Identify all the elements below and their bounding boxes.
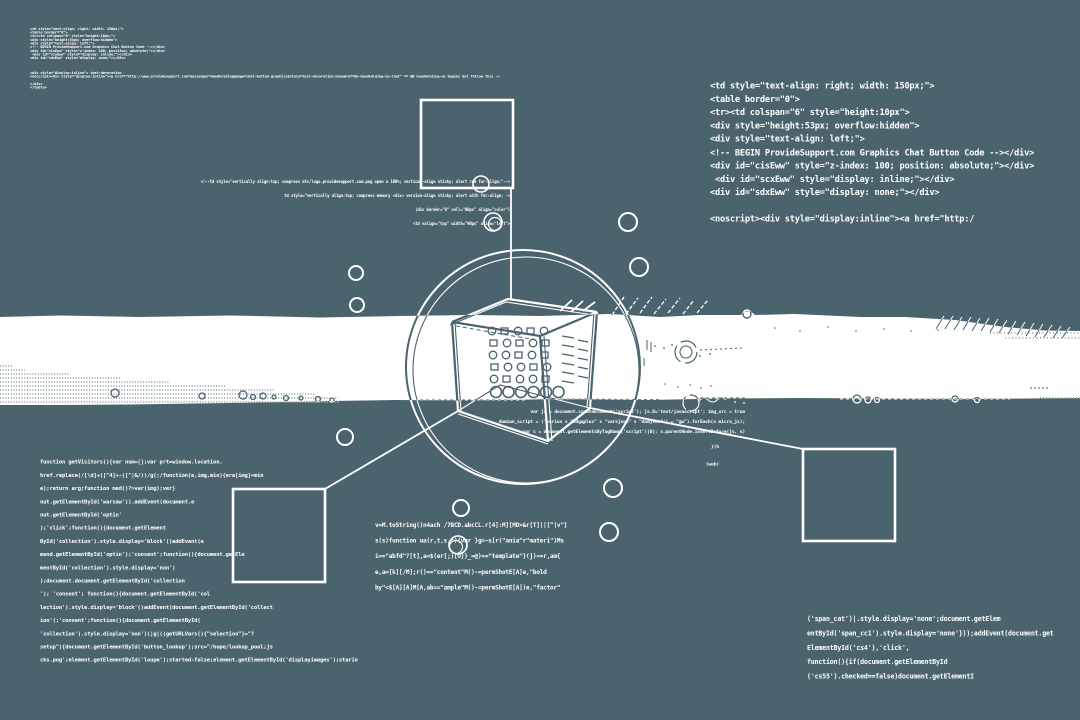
code-block-bottom-left: function getVisitors(){var num=[];var pr… <box>40 459 358 664</box>
code-note-cube-tail: }(h(web) <box>705 444 719 468</box>
code-annotation-middle: <!--td style="vertically align:top; comp… <box>200 179 511 227</box>
code-block-top-right: <td style="text-align: right; width: 150… <box>710 80 1035 224</box>
code-block-bottom-center: v=M.toString()n4ach /7BCD.abcCL.r[4]:M][… <box>375 522 568 592</box>
code-block-bottom-right: ('span_cat')|.style.display='none';docum… <box>807 615 1054 681</box>
code-block-top-left: <td style="text-align: right; width: 150… <box>30 26 500 90</box>
code-note-cube: var js = document.createElement('script'… <box>498 409 746 435</box>
paper-band <box>0 311 1080 405</box>
